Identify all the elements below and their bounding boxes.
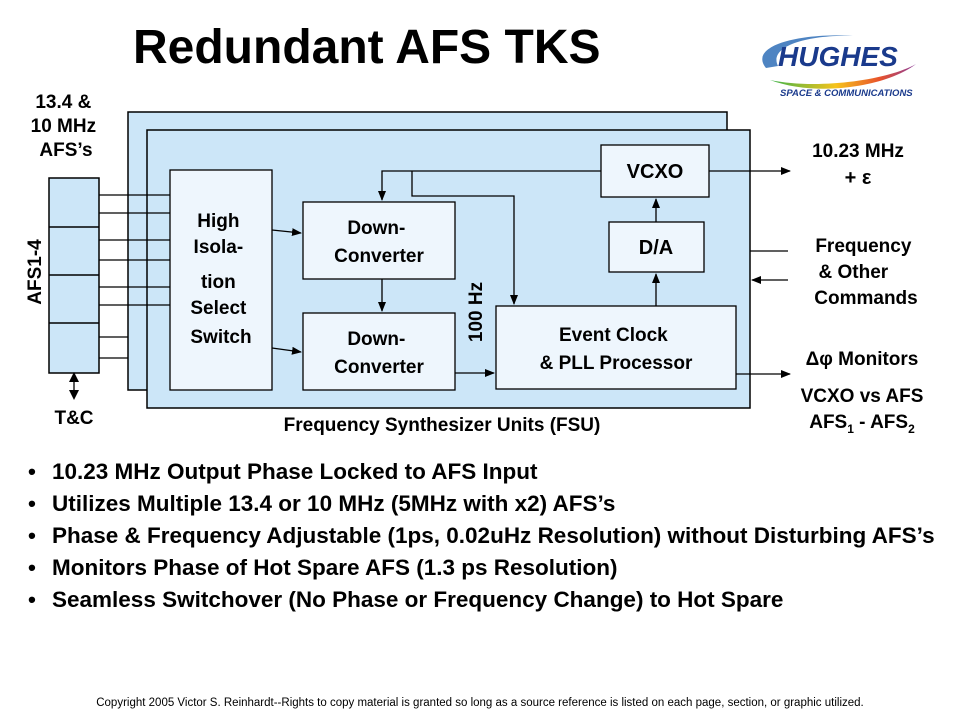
vcxo-to-event-clock-arrow	[411, 171, 518, 305]
afs-bank	[48, 177, 100, 374]
tc-connector	[69, 372, 79, 400]
vcxo-label: VCXO	[627, 161, 684, 183]
copyright-footer: Copyright 2005 Victor S. Reinhardt--Righ…	[96, 697, 864, 709]
hughes-logo: HUGHES SPACE & COMMUNICATIONS	[738, 28, 938, 108]
output-tolerance-label: + ε	[845, 167, 872, 189]
bullet-item: Phase & Frequency Adjustable (1ps, 0.02u…	[28, 524, 938, 547]
monitor-line2-label: AFS1 - AFS2	[809, 412, 915, 436]
vcxo-to-dc1-arrow	[378, 170, 601, 201]
select-switch-box	[169, 169, 273, 391]
page-title: Redundant AFS TKS	[133, 21, 601, 74]
tc-label: T&C	[54, 408, 93, 429]
afs-tks-diagram: 13.4 & 10 MHz AFS’s AFS1-4 T&C High Isol…	[25, 92, 924, 436]
hz-label: 100 Hz	[466, 282, 487, 342]
switch-to-dc2-arrow	[271, 346, 302, 355]
bullet-item: Monitors Phase of Hot Spare AFS (1.3 ps …	[28, 556, 938, 579]
logo-brand: HUGHES	[778, 41, 898, 72]
event-clock-label: Event Clock & PLL Processor	[540, 325, 693, 374]
bullet-item: Utilizes Multiple 13.4 or 10 MHz (5MHz w…	[28, 492, 938, 515]
down-converter-1-box	[302, 201, 456, 280]
down-converter-1-label: Down- Converter	[334, 218, 424, 267]
da-label: D/A	[639, 237, 673, 259]
bullet-list: 10.23 MHz Output Phase Locked to AFS Inp…	[28, 460, 938, 620]
afs-input-label: 13.4 & 10 MHz AFS’s	[31, 92, 102, 161]
switch-label: High Isola- tion Select Switch	[190, 211, 251, 348]
monitors-label: Δφ Monitors	[806, 349, 919, 370]
bullet-item: 10.23 MHz Output Phase Locked to AFS Inp…	[28, 460, 938, 483]
event-clock-box	[495, 305, 737, 390]
afs-bank-label: AFS1-4	[25, 239, 46, 305]
fsu-label: Frequency Synthesizer Units (FSU)	[284, 415, 601, 436]
monitor-line1-label: VCXO vs AFS	[801, 386, 924, 407]
down-converter-2-box	[302, 312, 456, 391]
bullet-item: Seamless Switchover (No Phase or Frequen…	[28, 588, 938, 611]
vcxo-box	[600, 144, 710, 198]
commands-label: Frequency & Other Commands	[814, 236, 917, 309]
output-freq-label: 10.23 MHz	[812, 141, 904, 162]
down-converter-2-label: Down- Converter	[334, 329, 424, 378]
afs-input-lines	[99, 194, 170, 359]
logo-tagline: SPACE & COMMUNICATIONS	[780, 88, 913, 99]
switch-to-dc1-arrow	[271, 228, 302, 237]
